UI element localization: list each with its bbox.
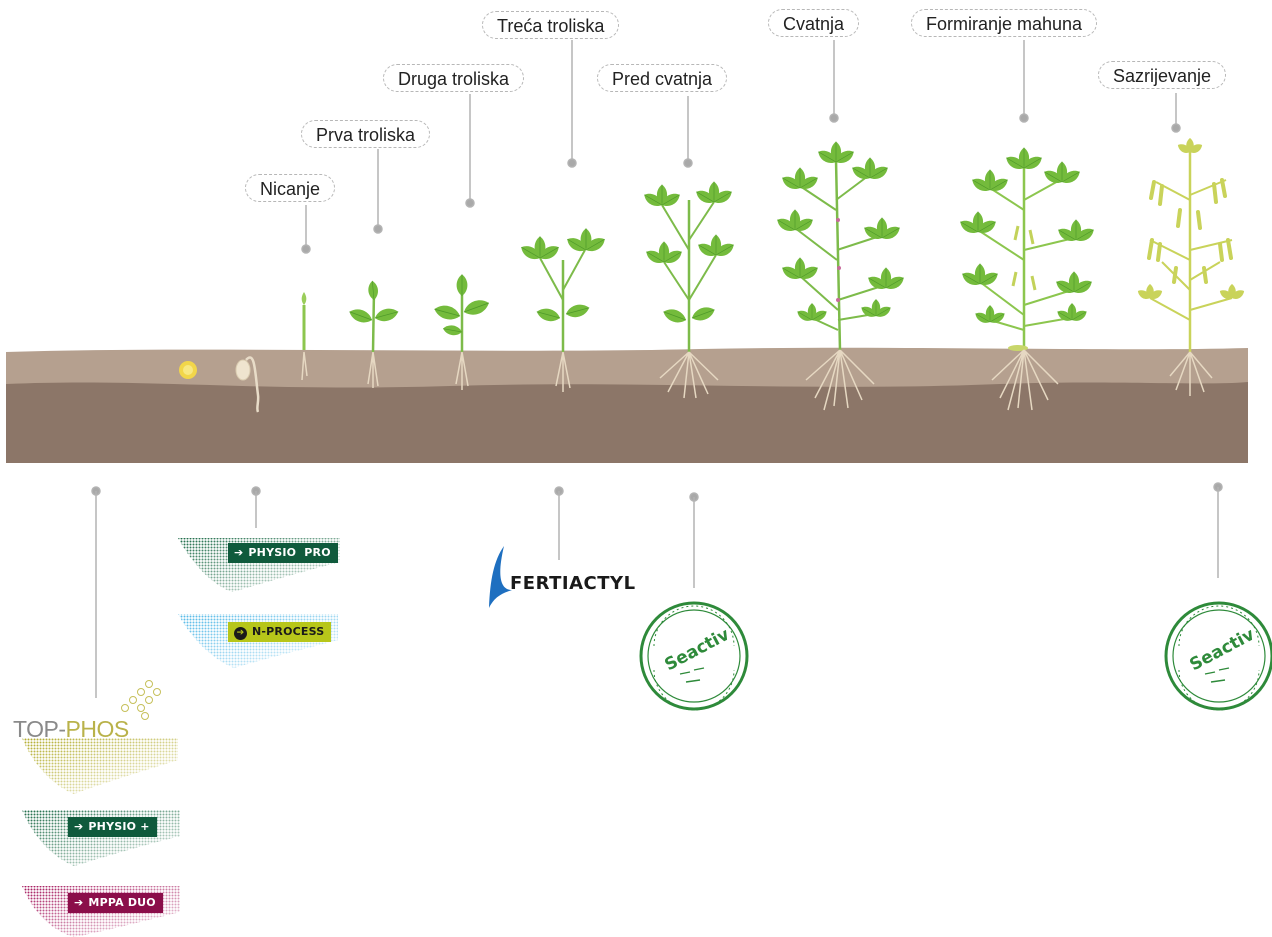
product-connectors <box>91 482 1223 698</box>
stage-label-formiranje-mahuna: Formiranje mahuna <box>911 9 1098 37</box>
physio-pro-badge: ➔ PHYSIO PRO <box>228 543 338 563</box>
n-process-label: N-PROCESS <box>252 625 325 638</box>
plant-nicanje <box>301 292 308 381</box>
seactiv-stamp-2 <box>1164 601 1272 711</box>
arrow-right-icon: ➔ <box>74 896 84 909</box>
molecule-icon <box>121 680 161 720</box>
top-phos-suffix: PHOS <box>65 716 130 742</box>
plant-formiranje-mahuna <box>958 148 1096 411</box>
stage-label-cvatnja: Cvatnja <box>768 9 860 37</box>
fertiactyl-logo: FERTIACTYL <box>510 573 636 594</box>
fertiactyl-logo-mark <box>489 546 512 608</box>
soil <box>6 347 1248 463</box>
physio-plus-label: PHYSIO + <box>88 820 150 833</box>
stage-label-nicanje: Nicanje <box>245 174 336 202</box>
plant-prva-troliska <box>346 280 401 388</box>
stage-label-prva-troliska: Prva troliska <box>301 120 431 148</box>
arrow-right-icon: ➔ <box>74 820 84 833</box>
plant-cvatnja <box>775 142 906 411</box>
stage-connectors <box>301 40 1181 254</box>
arrow-right-icon: ➔ <box>234 546 244 559</box>
top-phos-halftone <box>22 738 178 794</box>
plant-druga-troliska <box>432 274 492 390</box>
stage-label-sazrijevanje: Sazrijevanje <box>1098 61 1227 89</box>
seed-stage <box>179 361 197 379</box>
plant-sazrijevanje <box>1136 138 1246 396</box>
physio-pro-label: PHYSIO PRO <box>248 546 331 559</box>
arrow-circle-icon: ➔ <box>234 627 247 640</box>
n-process-badge: ➔ N-PROCESS <box>228 622 332 642</box>
top-phos-prefix: TOP- <box>13 716 66 742</box>
seactiv-stamp-1 <box>639 601 749 711</box>
mppa-duo-label: MPPA DUO <box>88 896 156 909</box>
stage-label-druga-troliska: Druga troliska <box>383 64 525 92</box>
germinating-seed <box>235 356 260 413</box>
physio-plus-badge: ➔ PHYSIO + <box>68 817 157 837</box>
mppa-duo-badge: ➔ MPPA DUO <box>68 893 163 913</box>
plant-pred-cvatnja <box>642 182 736 399</box>
top-phos-logo: TOP-PHOS <box>13 716 129 743</box>
stage-label-pred-cvatnja: Pred cvatnja <box>597 64 728 92</box>
plant-treca-troliska <box>519 228 608 392</box>
stage-label-treca-troliska: Treća troliska <box>482 11 620 39</box>
